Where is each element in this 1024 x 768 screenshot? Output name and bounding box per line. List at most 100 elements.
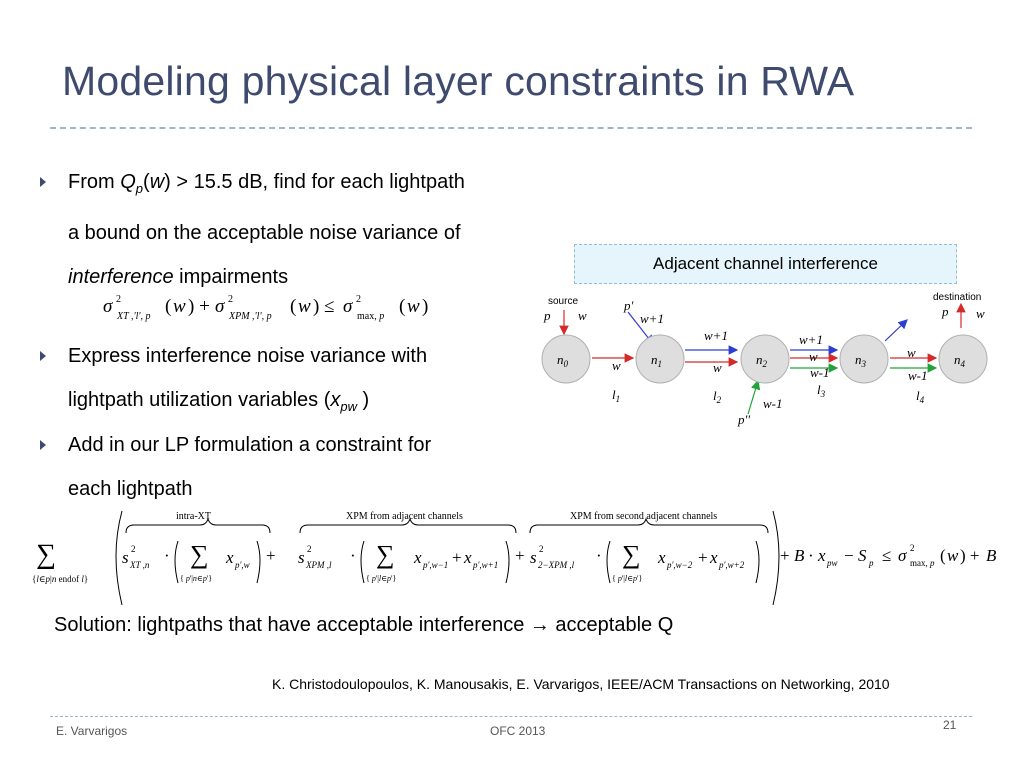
right-arrow-icon: → (529, 614, 550, 636)
label-p-prime: p' (623, 298, 634, 313)
svg-text:w: w (298, 296, 311, 317)
node-n1 (635, 334, 685, 384)
node-n2 (740, 334, 790, 384)
bullet-2-close: ) (357, 389, 370, 411)
bullet-1-text: From Qp(w) > 15.5 dB, find for each ligh… (68, 171, 465, 288)
svg-text:·: · (596, 546, 602, 565)
label-p-source: p (543, 308, 551, 323)
svg-text:σ: σ (215, 296, 225, 317)
svg-text:p: p (868, 558, 874, 568)
adjacent-channel-callout: Adjacent channel interference (574, 244, 957, 284)
brace-xpm-adjacent (299, 517, 517, 534)
svg-text:2: 2 (116, 294, 121, 305)
bullet-arrow-icon (40, 440, 46, 450)
svg-text:p',w+1: p',w+1 (472, 560, 498, 570)
svg-text:+: + (452, 548, 462, 567)
svg-text:max, p: max, p (910, 558, 935, 568)
svg-text:pw: pw (826, 558, 838, 568)
label-w-l2: w (713, 360, 722, 375)
svg-text:≤: ≤ (882, 546, 891, 565)
svg-text:x: x (817, 546, 826, 565)
svg-text:XPM ,l: XPM ,l (305, 560, 332, 570)
slide-title: Modeling physical layer constraints in R… (62, 58, 855, 104)
svg-text:x: x (463, 548, 472, 567)
svg-text:{ p'|l∈p'}: { p'|l∈p'} (366, 574, 396, 583)
svg-text:x: x (413, 548, 422, 567)
svg-text:∑: ∑ (36, 539, 56, 570)
solution-prefix: Solution: lightpaths that have acceptabl… (54, 614, 530, 636)
node-n4 (938, 334, 988, 384)
svg-text:x: x (225, 548, 234, 567)
p-dprime-entry-arrow (747, 379, 761, 415)
svg-text:·: · (808, 546, 814, 565)
x-symbol: x (330, 389, 341, 411)
bullet-1-line-2: a bound on the acceptable noise variance… (68, 222, 461, 244)
svg-text:σ: σ (103, 296, 113, 317)
svg-text:{l∈p|n endof l}: {l∈p|n endof l} (32, 574, 88, 584)
svg-text:s: s (298, 548, 305, 567)
svg-text:2: 2 (539, 544, 544, 554)
svg-text:σ: σ (898, 546, 907, 565)
p-prime-exit-arrow (884, 319, 908, 342)
svg-text:+: + (780, 546, 790, 565)
svg-text:σ: σ (343, 296, 353, 317)
svg-text:2: 2 (356, 294, 361, 305)
label-w-minus-l4: w-1 (908, 368, 928, 383)
svg-text:2: 2 (131, 544, 136, 554)
svg-text:s: s (530, 548, 537, 567)
svg-text:XPM ,'l', p: XPM ,'l', p (228, 311, 272, 322)
bullet-arrow-icon (40, 177, 46, 187)
svg-text:B: B (794, 546, 805, 565)
label-p-dprime: p'' (737, 412, 750, 427)
x-subscript: pw (340, 399, 357, 414)
footer-author: E. Varvarigos (56, 724, 128, 738)
svg-text:p',w−1: p',w−1 (422, 560, 448, 570)
svg-text:XT ,n: XT ,n (129, 560, 150, 570)
svg-text:(: ( (290, 296, 296, 317)
node-label-n4: n4 (954, 352, 966, 369)
bullet-1-emphasis: interference (68, 266, 174, 288)
svg-text:) +: ) + (188, 296, 210, 317)
svg-text:x: x (709, 548, 718, 567)
w-symbol: w (149, 171, 165, 193)
slide-number: 21 (943, 718, 957, 732)
label-w-l1: w (612, 358, 621, 373)
bullet-arrow-icon (40, 351, 46, 361)
lp-constraint-equation: ∑ {l∈p|n endof l} intra-XT XPM from adja… (32, 510, 997, 606)
svg-text:∑: ∑ (190, 540, 209, 569)
svg-text:·: · (350, 546, 356, 565)
solution-suffix: acceptable Q (549, 614, 674, 636)
svg-text:2: 2 (307, 544, 312, 554)
svg-text:XT ,'l', p: XT ,'l', p (116, 311, 151, 322)
label-w-l3: w (809, 349, 818, 364)
destination-label: destination (933, 292, 981, 303)
node-label-n2: n2 (756, 352, 768, 369)
svg-text:(: ( (940, 546, 946, 565)
footer-event: OFC 2013 (490, 724, 546, 738)
svg-text:p',w+2: p',w+2 (718, 560, 745, 570)
svg-text:) +: ) + (960, 546, 980, 565)
link-label-l4: l4 (916, 388, 925, 405)
source-label: source (548, 296, 578, 307)
brace-label-intra-xt: intra-XT (176, 511, 211, 522)
svg-text:) ≤: ) ≤ (313, 296, 335, 317)
svg-text:x: x (657, 548, 666, 567)
label-w-dest: w (976, 306, 985, 321)
label-w-l4: w (907, 345, 916, 360)
bullet-2-line-1: Express interference noise variance with (68, 345, 428, 367)
brace-xpm-second (529, 517, 769, 534)
svg-text:w: w (407, 296, 420, 317)
label-p-dest: p (941, 304, 949, 319)
svg-text:S: S (858, 546, 867, 565)
solution-statement: Solution: lightpaths that have acceptabl… (54, 610, 673, 640)
svg-text:·: · (164, 546, 170, 565)
interference-bound-equation: σ 2 XT ,'l', p ( w ) + σ 2 XPM ,'l', p (… (103, 294, 428, 322)
svg-text:2−XPM ,l: 2−XPM ,l (538, 560, 575, 570)
node-n3 (839, 334, 889, 384)
bullet-3-line-2: each lightpath (68, 478, 193, 500)
svg-text:∑: ∑ (376, 540, 395, 569)
label-w-source: w (578, 308, 587, 323)
bullet-3-line-1: Add in our LP formulation a constraint f… (68, 434, 432, 456)
q-symbol: Q (120, 171, 136, 193)
svg-text:w: w (173, 296, 186, 317)
